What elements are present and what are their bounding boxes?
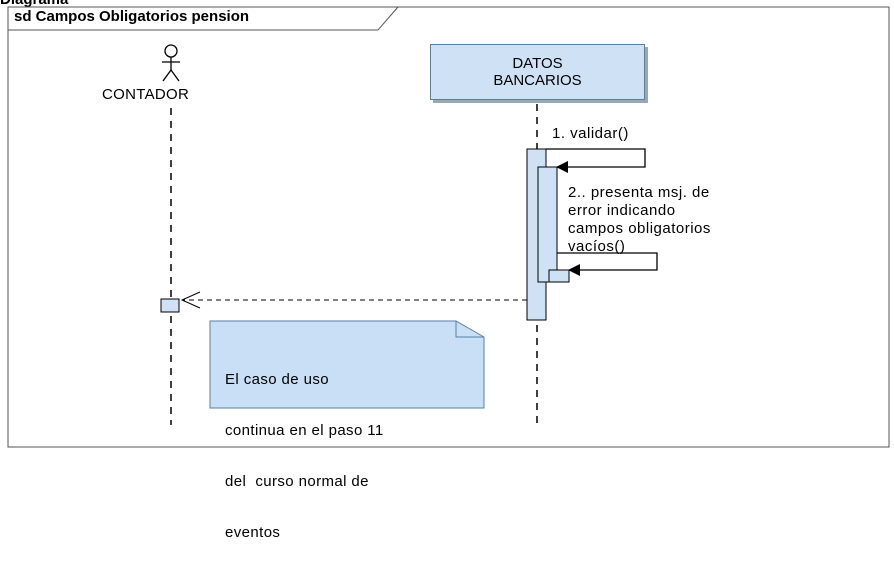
actor-icon — [162, 44, 180, 82]
note-line: continua en el paso 11 — [225, 422, 384, 439]
note-line: El caso de uso — [225, 371, 329, 388]
message-2-label: 2.. presenta msj. de error indicando cam… — [568, 184, 711, 256]
diagram-caption: Diagrama — [0, 0, 68, 8]
return-arrowhead — [180, 291, 201, 309]
message-2-line: campos obligatorios — [568, 220, 711, 237]
message-2-line: error indicando — [568, 202, 676, 219]
lifeline-name-line1: DATOS — [512, 55, 563, 72]
diagram-canvas — [7, 6, 890, 448]
lifeline-box-datos-bancarios: DATOS BANCARIOS — [430, 44, 645, 100]
note-line: del curso normal de — [225, 473, 369, 490]
sequence-diagram: Diagrama — [0, 0, 890, 541]
note-fold — [455, 321, 484, 338]
message-2-line: 2.. presenta msj. de — [568, 184, 710, 201]
message-2-line: vacíos() — [568, 238, 626, 255]
activation-bar-inner — [548, 269, 570, 283]
activation-bar-contador — [160, 298, 180, 313]
activation-bar-nested — [537, 166, 558, 283]
lifeline-name-line2: BANCARIOS — [493, 72, 582, 89]
message-1-label: 1. validar() — [552, 125, 629, 142]
actor-label: CONTADOR — [102, 86, 190, 103]
note-line: eventos — [225, 524, 281, 541]
frame-title: sd Campos Obligatorios pension — [14, 8, 250, 25]
frame-border — [7, 6, 890, 448]
self-message-2 — [557, 252, 658, 276]
self-message-1 — [546, 148, 646, 173]
note-box — [209, 320, 485, 409]
frame-title-tab — [8, 6, 399, 31]
note-text: El caso de uso continua en el paso 11 de… — [225, 337, 384, 575]
